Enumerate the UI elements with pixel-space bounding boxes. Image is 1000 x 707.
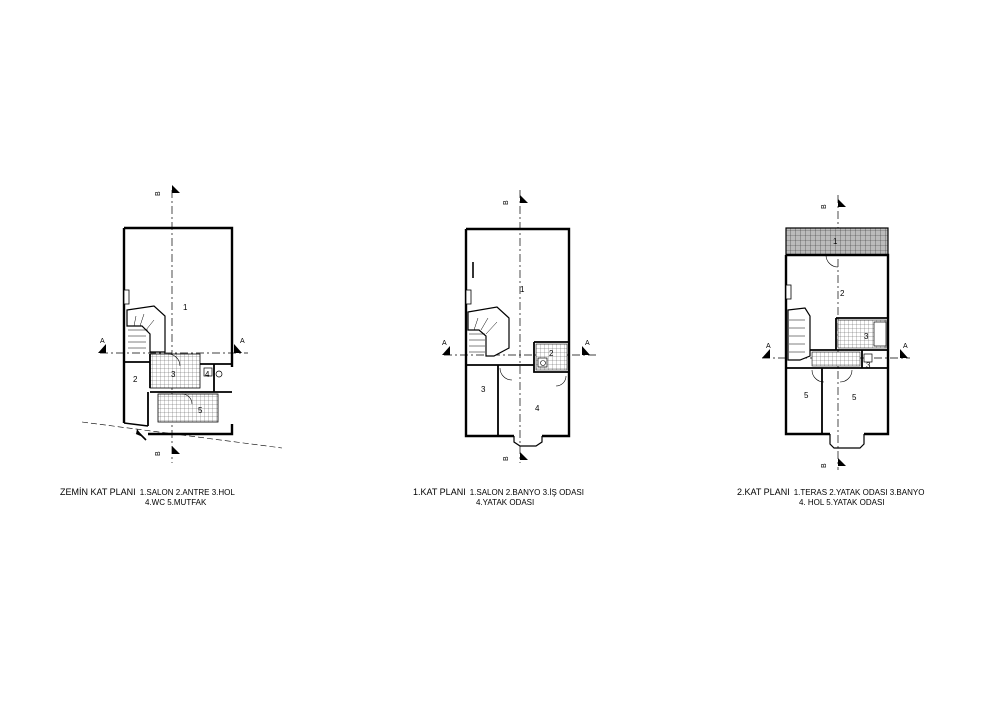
interior-walls <box>466 341 569 436</box>
section-label-b-bottom: B <box>155 451 162 456</box>
bathtub <box>873 321 887 347</box>
room-number-4: 4 <box>535 404 540 413</box>
room-number-3: 3 <box>171 370 176 379</box>
room-number-5-left: 5 <box>804 391 809 400</box>
section-label-b-top: B <box>155 191 162 196</box>
bay-window <box>513 436 543 447</box>
section-label-a-left: A <box>100 338 105 345</box>
wc-fixture <box>203 367 213 377</box>
room-number-5-right: 5 <box>852 393 857 402</box>
bathroom-floor-tiles <box>535 343 568 371</box>
room-number-2: 2 <box>133 375 138 384</box>
hall-floor-tiles <box>149 353 201 389</box>
room-number-1: 1 <box>520 285 525 294</box>
plan-legend-line2: 4. HOL 5.YATAK ODASI <box>799 498 885 507</box>
interior-walls <box>786 317 888 434</box>
plan-legend-line1: 1.TERAS 2.YATAK ODASI 3.BANYO <box>793 488 925 497</box>
room-number-3: 3 <box>481 385 486 394</box>
bay-window <box>829 434 865 449</box>
section-label-a-right: A <box>240 338 245 345</box>
room-number-2: 2 <box>549 349 554 358</box>
section-label-a-left: A <box>442 340 447 347</box>
room-number-1: 1 <box>183 303 188 312</box>
section-label-a-right: A <box>903 343 908 350</box>
staircase <box>787 307 811 361</box>
room-number-5: 5 <box>198 406 203 415</box>
section-label-b-bottom: B <box>821 463 828 468</box>
section-marker-a-right <box>234 344 242 353</box>
section-label-a-right: A <box>585 340 590 347</box>
section-marker-b-top <box>172 185 180 193</box>
kitchen-floor-tiles <box>157 393 219 423</box>
section-label-a-left: A <box>766 343 771 350</box>
section-label-b-top: B <box>821 204 828 209</box>
hall-floor-tiles <box>811 351 861 367</box>
terrace-floor <box>785 227 889 256</box>
room-number-3: 3 <box>864 332 869 341</box>
section-marker-a-right <box>582 346 590 355</box>
door-swing <box>499 367 567 387</box>
ground-floor-plan: B B A A 1 2 3 4 5 <box>81 185 283 463</box>
section-marker-a-left <box>762 349 770 358</box>
second-floor-plan: B B A A 1 2 3 3 5 5 <box>762 195 910 470</box>
section-marker-b-bottom <box>520 452 528 460</box>
room-number-4: 4 <box>205 370 210 379</box>
plan-legend-line1: 1.SALON 2.ANTRE 3.HOL <box>139 488 235 497</box>
door-swing <box>167 353 193 405</box>
exterior-walls <box>122 226 234 436</box>
door-swing <box>811 254 853 383</box>
plan-title: ZEMİN KAT PLANI <box>60 487 136 497</box>
section-marker-a-left <box>442 346 450 355</box>
first-floor-plan: B B A A 1 2 3 4 <box>442 190 596 463</box>
section-marker-b-bottom <box>838 458 846 466</box>
exterior-walls <box>784 253 890 436</box>
plan-legend-line1: 1.SALON 2.BANYO 3.İŞ ODASI <box>469 488 584 497</box>
section-label-b-bottom: B <box>503 456 510 461</box>
section-marker-b-top <box>838 199 846 207</box>
plan-title: 2.KAT PLANI <box>737 487 790 497</box>
room-number-1: 1 <box>833 237 838 246</box>
section-marker-a-left <box>98 344 106 353</box>
room-number-2: 2 <box>840 289 845 298</box>
section-marker-b-bottom <box>172 446 180 454</box>
staircase <box>126 305 166 353</box>
plan-legend-line2: 4.WC 5.MUTFAK <box>145 498 207 507</box>
section-label-b-top: B <box>503 200 510 205</box>
room-number-3-hall: 3 <box>866 361 871 370</box>
plan-legend-line2: 4.YATAK ODASI <box>476 498 535 507</box>
plan-title: 1.KAT PLANI <box>413 487 466 497</box>
interior-walls <box>124 354 232 426</box>
section-marker-b-top <box>520 195 528 203</box>
section-marker-a-right <box>900 349 908 358</box>
